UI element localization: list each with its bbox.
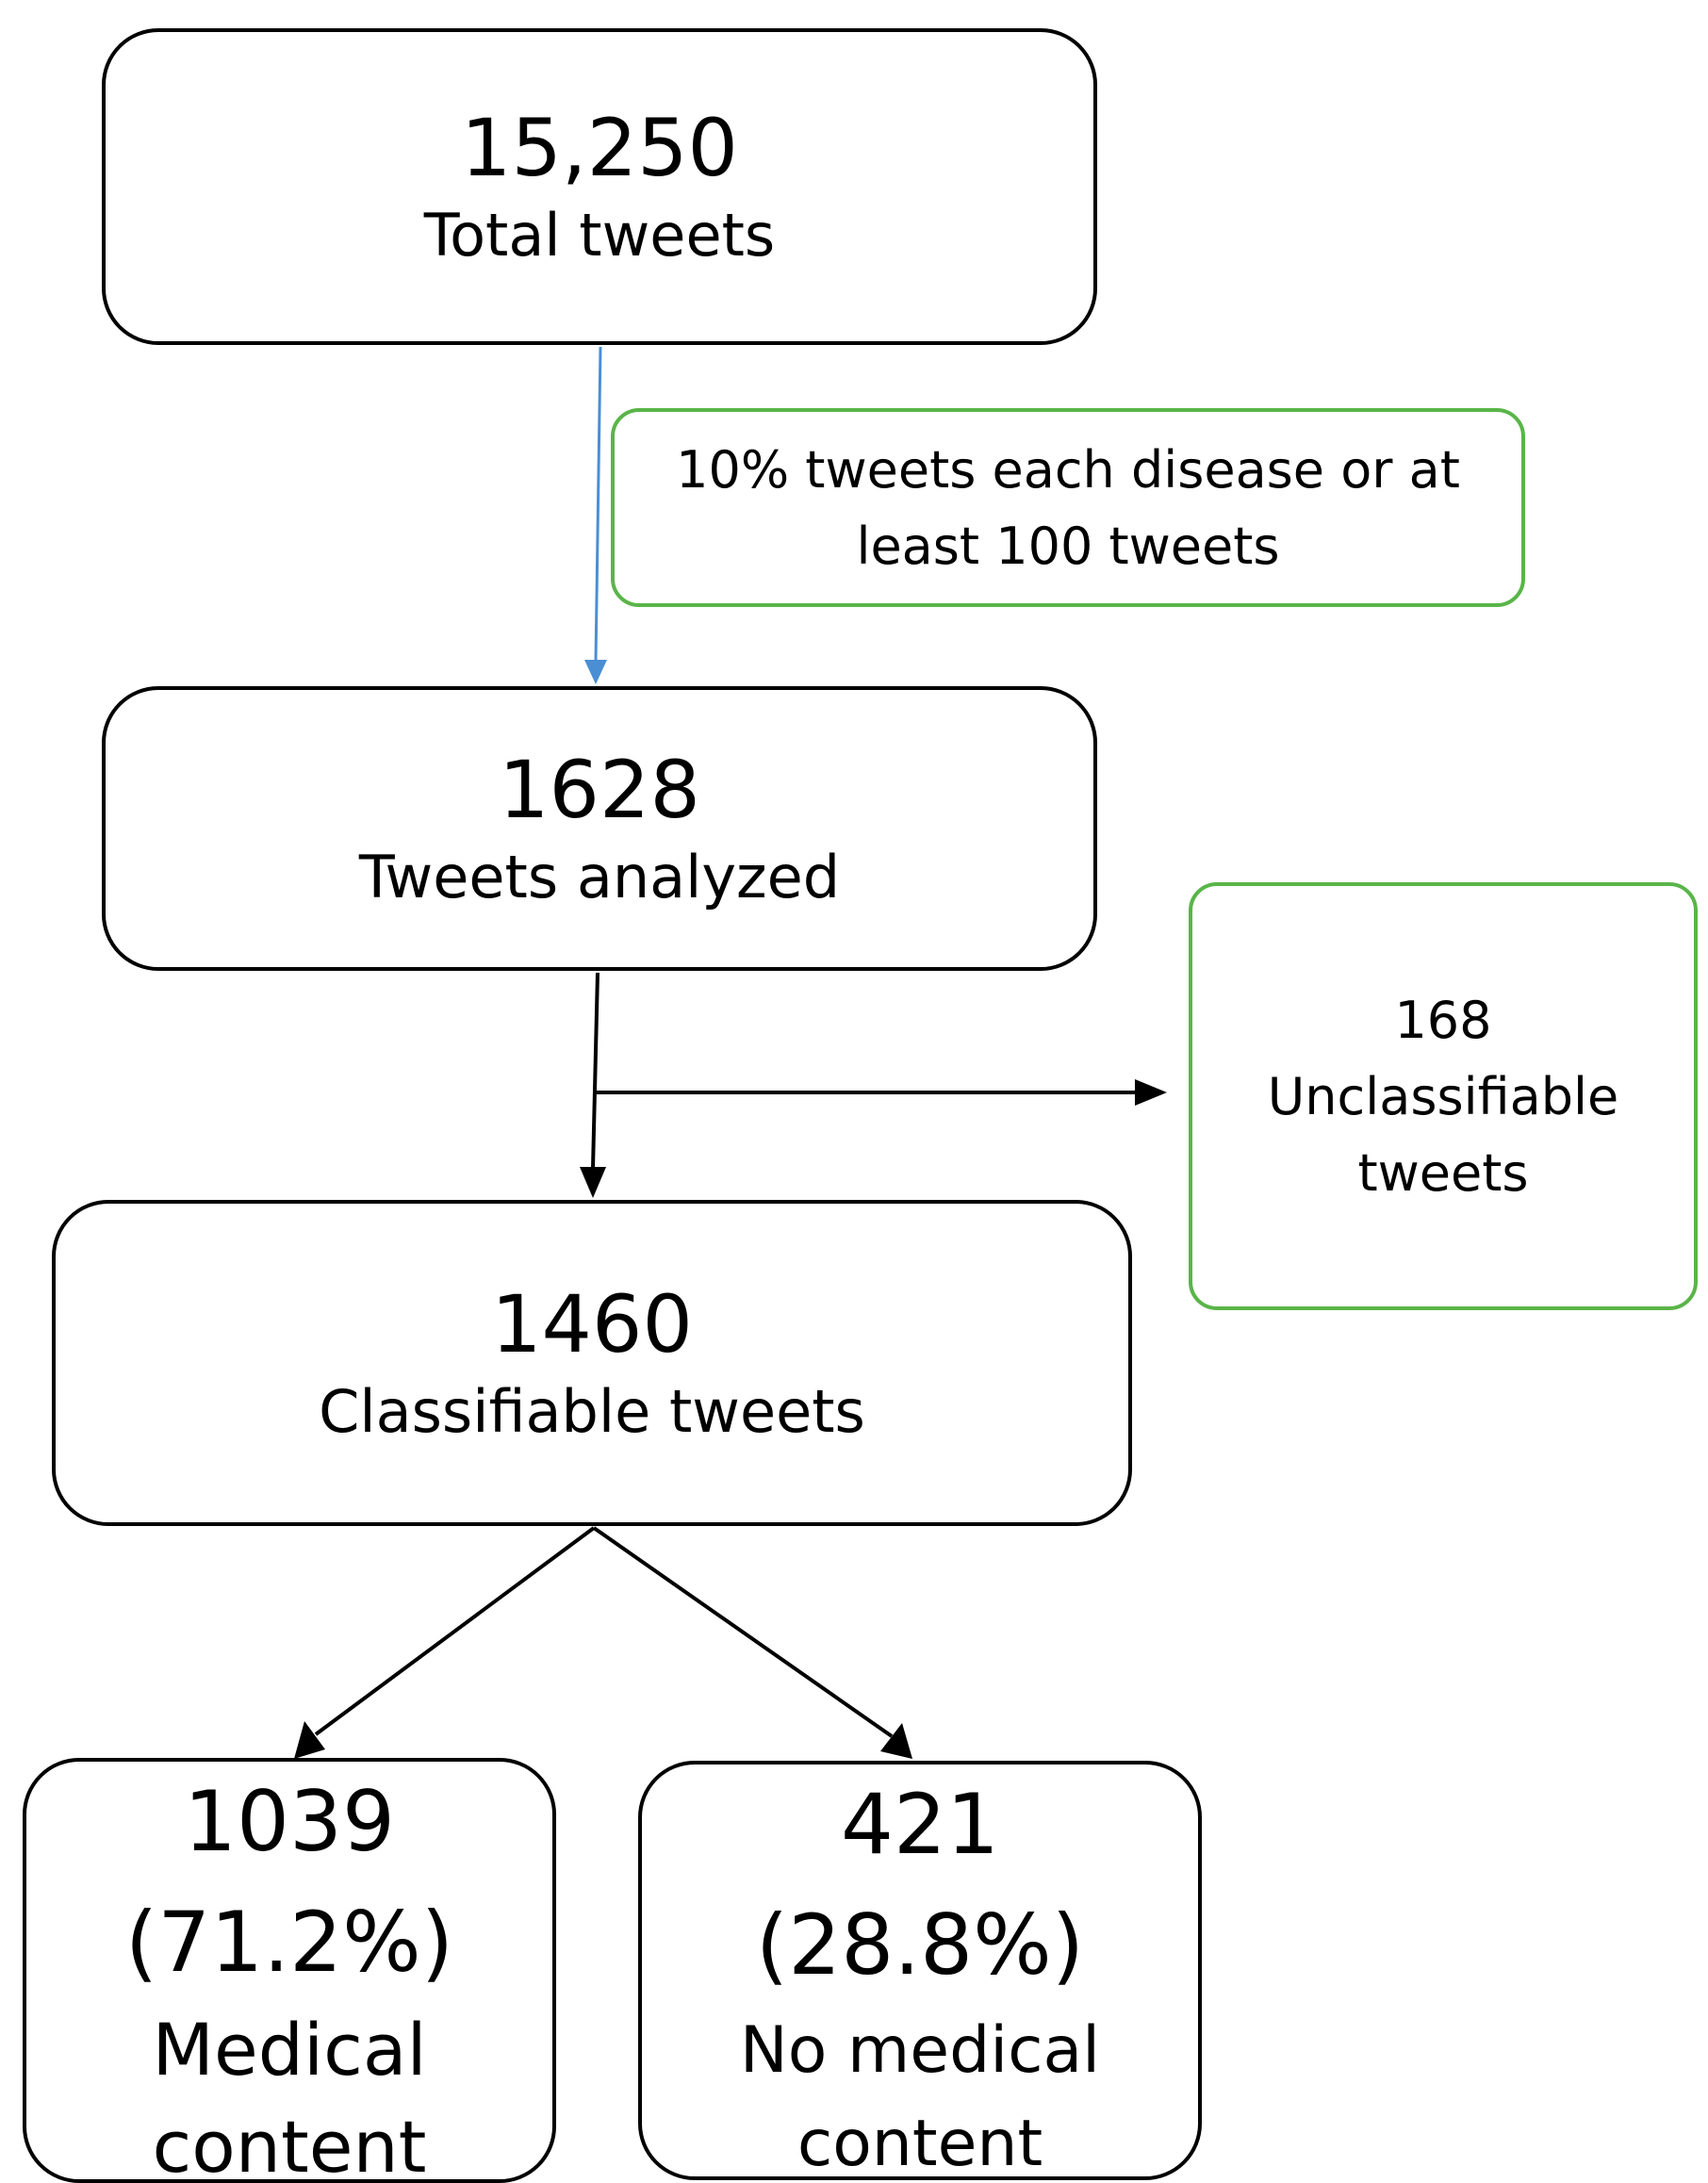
arrowhead-to-no-medical (880, 1723, 912, 1759)
arrowhead-to-medical (294, 1721, 325, 1759)
node-no-medical-content: 421 (28.8%) No medical content (638, 1761, 1202, 2180)
note-unclassifiable-line2: tweets (1357, 1142, 1529, 1203)
node-no-medical-label-line2: content (797, 2106, 1043, 2180)
arrowhead-total-to-analyzed (584, 660, 607, 684)
arrow-total-to-analyzed (594, 346, 602, 663)
node-total-label: Total tweets (423, 201, 776, 271)
node-no-medical-value: 421 (841, 1776, 999, 1873)
node-medical-label-line2: content (152, 2104, 427, 2183)
note-sampling-line2: least 100 tweets (856, 516, 1280, 576)
node-analyzed-label: Tweets analyzed (358, 843, 841, 912)
note-sampling-line1: 10% tweets each disease or at (676, 439, 1460, 500)
node-classifiable-value: 1460 (491, 1278, 693, 1371)
node-medical-label-line1: Medical (152, 2008, 427, 2093)
arrow-to-no-medical (592, 1526, 894, 1738)
node-total-value: 15,250 (461, 102, 738, 195)
arrow-analyzed-to-classifiable (591, 972, 599, 1170)
node-medical-value: 1039 (184, 1773, 395, 1870)
node-tweets-analyzed: 1628 Tweets analyzed (102, 686, 1097, 971)
node-classifiable-tweets: 1460 Classifiable tweets (52, 1200, 1132, 1526)
note-unclassifiable-line1: Unclassifiable (1267, 1066, 1619, 1126)
arrowhead-to-unclassifiable (1135, 1079, 1167, 1106)
node-medical-content: 1039 (71.2%) Medical content (23, 1758, 556, 2183)
node-no-medical-label-line1: No medical (739, 2013, 1101, 2089)
note-unclassifiable-tweets: 168 Unclassifiable tweets (1189, 882, 1698, 1310)
arrow-to-medical (314, 1526, 596, 1736)
arrowhead-analyzed-to-classifiable (580, 1167, 606, 1198)
note-sampling-rule: 10% tweets each disease or at least 100 … (611, 408, 1525, 607)
node-classifiable-label: Classifiable tweets (319, 1377, 865, 1447)
node-analyzed-value: 1628 (499, 744, 700, 837)
node-total-tweets: 15,250 Total tweets (102, 28, 1097, 345)
node-no-medical-percent: (28.8%) (755, 1896, 1085, 1994)
node-medical-percent: (71.2%) (124, 1893, 454, 1991)
note-unclassifiable-value: 168 (1394, 990, 1492, 1050)
